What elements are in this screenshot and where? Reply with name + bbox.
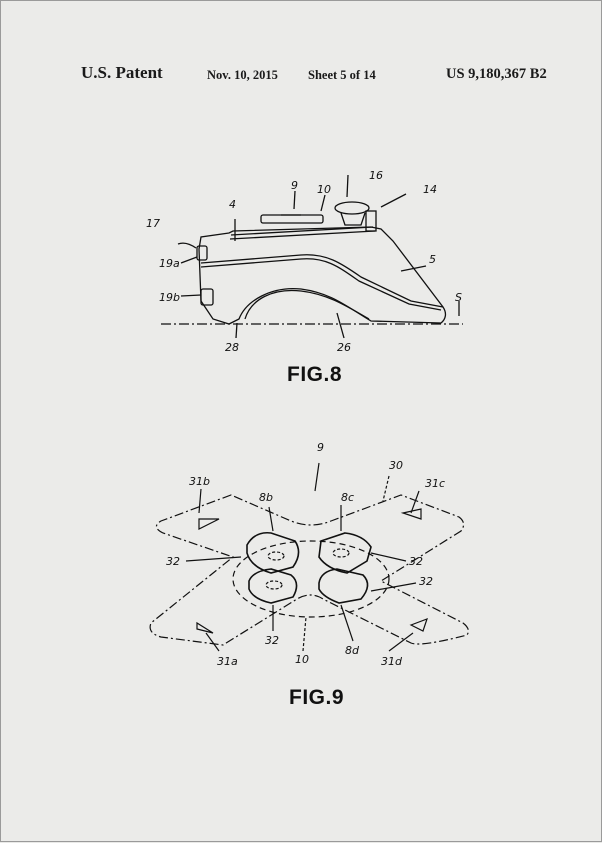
ref-30: 30: [389, 459, 403, 472]
ref-28: 28: [225, 341, 239, 354]
ref-31b: 31b: [189, 475, 210, 488]
ref-19b: 19b: [159, 291, 180, 304]
ref-9-fig9: 9: [317, 441, 324, 454]
ref-31c: 31c: [425, 477, 445, 490]
ref-32-bottom: 32: [265, 634, 279, 647]
ref-5: 5: [429, 253, 436, 266]
ref-9: 9: [291, 179, 298, 192]
ref-26: 26: [337, 341, 351, 354]
fig8-label: FIG.8: [287, 363, 343, 386]
fig9-label: FIG.9: [289, 686, 345, 709]
ref-S: S: [455, 291, 462, 304]
ref-8c: 8c: [341, 491, 354, 504]
patent-header-number: US 9,180,367 B2: [446, 66, 547, 82]
ref-31a: 31a: [217, 655, 238, 668]
ref-10-fig9: 10: [295, 653, 309, 666]
ref-16: 16: [369, 169, 383, 182]
ref-31d: 31d: [381, 655, 403, 668]
ref-4: 4: [229, 198, 236, 211]
ref-32-right-lower: 32: [419, 575, 433, 588]
ref-19a: 19a: [159, 257, 180, 270]
ref-8b: 8b: [259, 491, 273, 504]
patent-header-sheet: Sheet 5 of 14: [308, 68, 376, 82]
ref-17: 17: [146, 217, 160, 230]
patent-header-date: Nov. 10, 2015: [207, 68, 278, 82]
ref-8d: 8d: [345, 644, 360, 657]
patent-header-title: U.S. Patent: [81, 63, 163, 82]
ref-10: 10: [317, 183, 331, 196]
ref-32-right-upper: 32: [409, 555, 423, 568]
ref-32-left: 32: [166, 555, 180, 568]
ref-14: 14: [423, 183, 437, 196]
